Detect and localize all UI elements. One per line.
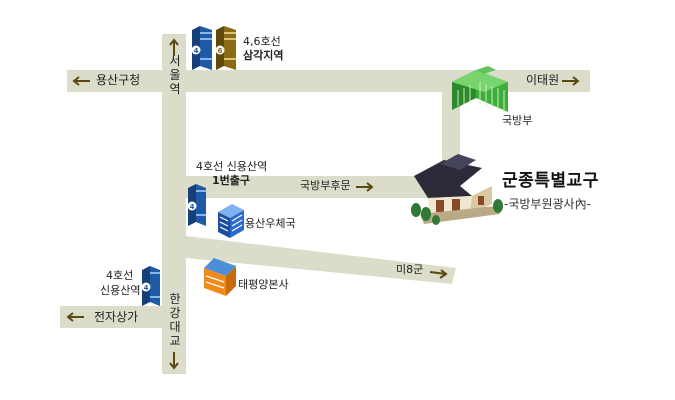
arrow-left-icon [72, 76, 90, 86]
yongsan-gu-office-label: 용산구청 [96, 73, 141, 87]
post-office-label: 용산우체국 [245, 217, 296, 230]
line4-badge: 4 [194, 47, 199, 55]
arrow-left-icon [66, 312, 84, 322]
hangang-bridge-label: 한강대교 [169, 292, 181, 348]
road-top [67, 70, 590, 92]
subway-building-icon: 4 [141, 266, 160, 306]
us-army-label: 미8군 [396, 263, 424, 276]
arrow-down-icon [169, 352, 179, 370]
military-church-subtitle: -국방부원광사內- [504, 197, 591, 211]
defense-ministry-building [452, 66, 508, 112]
temple-icon [414, 154, 500, 224]
road-middle [186, 176, 460, 198]
sinyongsan-line4-label: 4호선 [106, 269, 134, 282]
arrow-right-icon [562, 76, 580, 86]
defense-ministry-label: 국방부 [502, 114, 533, 127]
amorepacific-building [204, 258, 236, 296]
sinyongsan-line-label: 4호선 신용산역 [196, 160, 268, 173]
arrow-up-icon [169, 38, 179, 56]
subway-building-icon: 4 [191, 26, 212, 70]
samgakji-station-label: 삼각지역 [243, 49, 284, 62]
line6-badge: 6 [218, 47, 223, 55]
amorepacific-label: 태평양본사 [238, 278, 289, 291]
sinyongsan-exit-label: 1번출구 [212, 174, 251, 187]
road-diagonal [186, 236, 456, 284]
defense-back-gate-label: 국방부후문 [300, 179, 351, 192]
arrow-right-icon [356, 182, 374, 192]
itaewon-label: 이태원 [526, 73, 560, 87]
line4-badge: 4 [144, 284, 149, 292]
road-bottom-left [60, 306, 164, 328]
road-network [60, 34, 590, 374]
post-office-building [218, 204, 244, 238]
electronics-mall-label: 전자상가 [94, 310, 139, 324]
arrow-right-icon [429, 269, 448, 279]
road-vertical-main [162, 34, 186, 374]
military-church-title: 군종특별교구 [502, 171, 599, 191]
sinyongsan-station-label: 신용산역 [100, 284, 141, 297]
subway-building-icon: 4 [187, 184, 206, 226]
seoul-station-label: 서울역 [169, 54, 181, 96]
tree-icon [411, 199, 503, 225]
samgakji-line-label: 4,6호선 [243, 35, 281, 48]
subway-building-icon: 6 [215, 26, 236, 70]
line4-badge: 4 [190, 203, 195, 211]
